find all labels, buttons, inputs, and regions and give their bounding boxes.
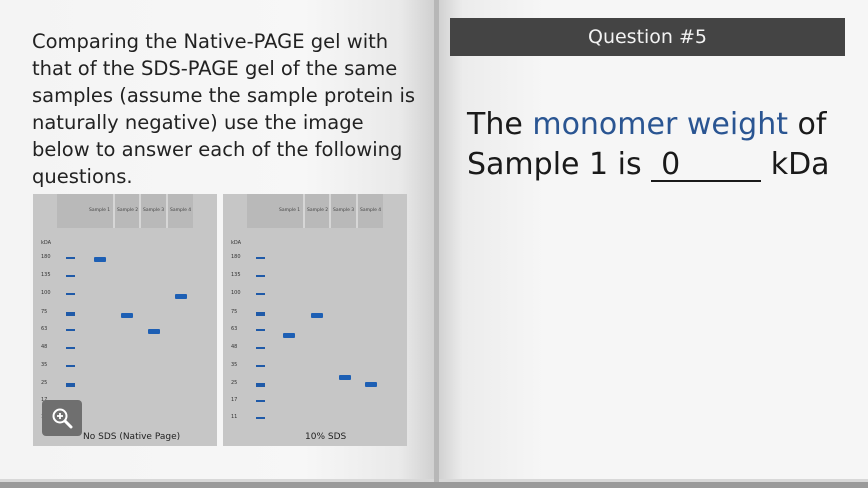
lane-header: Sample 3: [333, 208, 355, 213]
ladder-band: [256, 417, 265, 419]
marker-label: 25: [231, 380, 238, 386]
marker-label: 35: [41, 362, 48, 368]
gel-band: [283, 333, 295, 338]
right-page: [437, 0, 868, 482]
ladder-band: [256, 347, 265, 349]
marker-label: 48: [231, 344, 238, 350]
question-header: Question #5: [450, 18, 845, 56]
gel-caption: No SDS (Native Page): [83, 432, 181, 442]
marker-label: 180: [231, 254, 241, 260]
intro-text: Comparing the Native-PAGE gel with that …: [32, 30, 416, 188]
ladder-band: [66, 383, 75, 387]
marker-label: 75: [231, 309, 238, 315]
lane-header: Sample 1: [279, 208, 301, 213]
lane-separator: [166, 194, 168, 228]
lane-separator: [113, 194, 115, 228]
marker-label: 135: [231, 272, 241, 278]
marker-label: 75: [41, 309, 48, 315]
marker-label: 48: [41, 344, 48, 350]
ladder-band: [66, 312, 75, 316]
marker-label: 180: [41, 254, 51, 260]
lane-separator: [303, 194, 305, 228]
ladder-band: [256, 365, 265, 367]
well-strip: [247, 194, 383, 228]
question-text: The monomer weight of Sample 1 is 0 kDa: [467, 105, 847, 185]
marker-label: 100: [231, 290, 241, 296]
ladder-band: [256, 293, 265, 295]
ladder-band: [66, 365, 75, 367]
marker-label: 17: [231, 397, 238, 403]
ladder-band: [66, 275, 75, 277]
lane-separator: [139, 194, 141, 228]
marker-label: 100: [41, 290, 51, 296]
lane-header: Sample 3: [143, 208, 165, 213]
gel-caption: 10% SDS: [305, 432, 347, 442]
marker-label: 135: [41, 272, 51, 278]
gel-band: [148, 329, 160, 334]
ladder-band: [256, 400, 265, 402]
gel-band: [175, 294, 187, 299]
zoom-in-icon: [52, 408, 73, 429]
marker-label: 63: [231, 326, 238, 332]
marker-label: 11: [231, 414, 238, 420]
lane-header: Sample 4: [170, 208, 192, 213]
ladder-band: [66, 293, 75, 295]
question-text-part: kDa: [761, 147, 830, 182]
question-text-part: of Sample 1 is: [467, 107, 827, 182]
ladder-band: [256, 312, 265, 316]
gel-band: [94, 257, 106, 262]
marker-label: 35: [231, 362, 238, 368]
ladder-band: [256, 383, 265, 387]
lane-header: Sample 2: [117, 208, 139, 213]
unit-label: kDA: [41, 240, 52, 246]
lane-separator: [356, 194, 358, 228]
book-bottom-edge: [0, 482, 868, 488]
gel-band: [121, 313, 133, 318]
question-highlight: monomer weight: [532, 107, 788, 142]
gel-band: [311, 313, 323, 318]
unit-label: kDA: [231, 240, 242, 246]
ladder-band: [256, 275, 265, 277]
lane-header: Sample 1: [89, 208, 111, 213]
gel-band: [365, 382, 377, 387]
lane-header: Sample 4: [360, 208, 382, 213]
ladder-band: [256, 257, 265, 259]
ladder-band: [66, 347, 75, 349]
zoom-button[interactable]: [42, 400, 82, 436]
lane-header: Sample 2: [307, 208, 329, 213]
question-text-part: The: [467, 107, 533, 142]
ladder-band: [256, 329, 265, 331]
lane-separator: [329, 194, 331, 228]
ladder-band: [66, 257, 75, 259]
sds-page-gel: Sample 1 Sample 2 Sample 3 Sample 4 kDA …: [223, 194, 407, 446]
marker-label: 25: [41, 380, 48, 386]
book-spine: [434, 0, 439, 482]
marker-label: 63: [41, 326, 48, 332]
gel-band: [339, 375, 351, 380]
answer-blank[interactable]: 0: [651, 150, 762, 182]
ladder-band: [66, 329, 75, 331]
well-strip: [57, 194, 193, 228]
